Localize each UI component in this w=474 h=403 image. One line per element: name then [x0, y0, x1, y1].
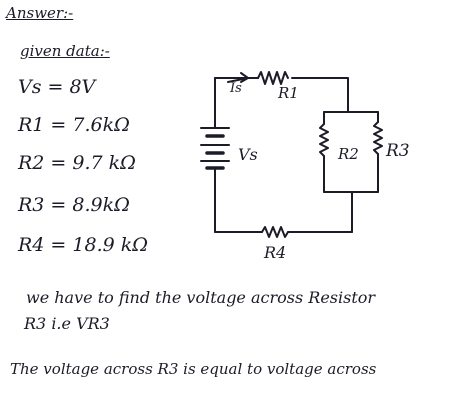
given-vs: Vs = 8V — [18, 76, 96, 98]
r2-label: R2 — [337, 145, 359, 163]
given-data-heading: given data:- — [20, 42, 110, 60]
vs-label: Vs — [238, 145, 258, 164]
is-label: Is — [229, 81, 242, 96]
top-wire-right — [291, 77, 349, 113]
r2-resistor — [319, 123, 329, 157]
battery-symbol — [200, 127, 230, 170]
r1-resistor — [257, 71, 289, 85]
given-r1: R1 = 7.6kΩ — [18, 114, 130, 136]
r4-label: R4 — [263, 243, 286, 262]
explanation-line-3: The voltage across R3 is equal to voltag… — [10, 360, 377, 378]
r3-resistor — [373, 121, 383, 155]
given-r3: R3 = 8.9kΩ — [18, 194, 130, 216]
explanation-line-1: we have to find the voltage across Resis… — [26, 288, 376, 307]
current-arrow — [227, 72, 249, 83]
explanation-line-2: R3 i.e VR3 — [24, 314, 110, 333]
given-r2: R2 = 9.7 kΩ — [18, 152, 136, 174]
answer-heading: Answer:- — [6, 4, 74, 22]
r3-label: R3 — [385, 141, 410, 161]
r1-label: R1 — [277, 84, 299, 102]
given-r4: R4 = 18.9 kΩ — [18, 234, 149, 256]
r4-resistor — [261, 226, 289, 238]
